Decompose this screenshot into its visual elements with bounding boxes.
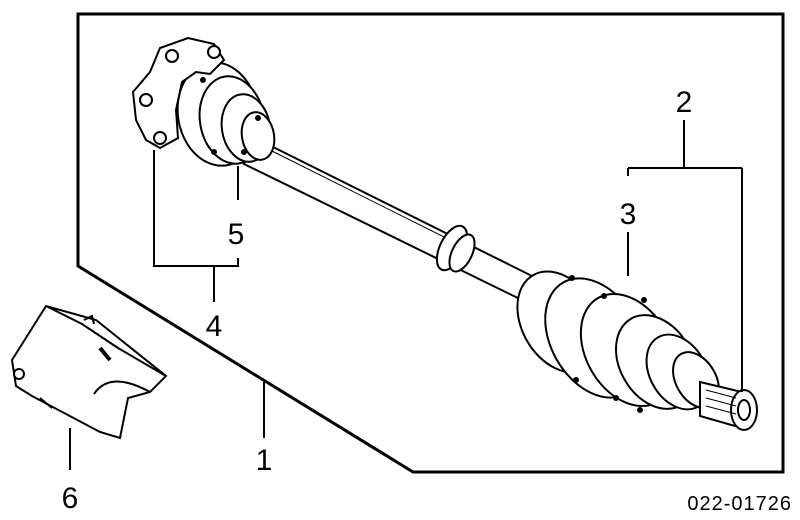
assembly-frame — [76, 12, 785, 474]
heat-shield — [10, 304, 168, 440]
callout-1: 1 — [256, 444, 273, 477]
shaft-collar — [435, 224, 476, 273]
callout-5: 5 — [228, 218, 245, 251]
figure-part-number: 022-01726 — [687, 493, 792, 515]
outer-cv-boot — [516, 270, 720, 413]
inner-joint-flange — [131, 36, 226, 150]
callout-3: 3 — [620, 198, 637, 231]
leader-2 — [627, 120, 743, 392]
leader-4 — [153, 150, 239, 302]
callout-6: 6 — [62, 482, 79, 515]
callout-4: 4 — [206, 310, 223, 343]
inner-joint-boot — [176, 61, 276, 167]
callout-2: 2 — [676, 86, 693, 119]
leader-lines — [69, 120, 743, 470]
splined-stub-shaft — [699, 380, 758, 431]
axle-shaft — [242, 136, 542, 304]
